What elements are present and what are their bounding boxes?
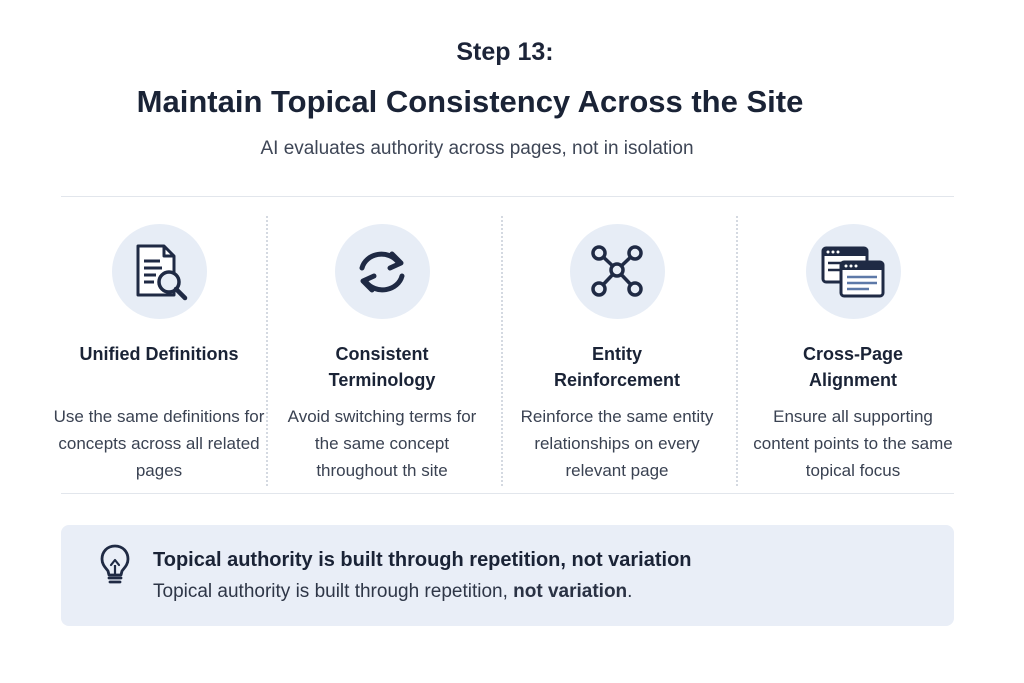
top-divider <box>61 196 954 197</box>
sync-arrows-icon <box>334 224 430 319</box>
column-divider <box>501 216 503 486</box>
callout-text: Topical authority is built through repet… <box>153 581 632 603</box>
column-title: Consistent Terminology <box>328 344 436 390</box>
column-description: Use the same definitions for concepts ac… <box>53 407 265 480</box>
column-title: Entity Reinforcement <box>553 344 681 390</box>
document-search-icon <box>111 224 207 319</box>
network-nodes-icon <box>569 224 665 319</box>
column-title: Unified Definitions <box>79 344 239 364</box>
column-description: Avoid switching terms for the same conce… <box>287 407 477 480</box>
lightbulb-icon <box>99 543 131 592</box>
bottom-divider <box>61 493 954 494</box>
column-cross-page-alignment: Cross-Page Alignment Ensure all supporti… <box>733 224 973 484</box>
column-entity-reinforcement: Entity Reinforcement Reinforce the same … <box>497 224 737 484</box>
page-subtitle: AI evaluates authority across pages, not… <box>260 138 694 159</box>
callout-text-lead: Topical authority is built through repet… <box>153 581 514 602</box>
callout-text-end: . <box>627 581 633 602</box>
callout-box: Topical authority is built through repet… <box>61 525 954 626</box>
callout-title: Topical authority is built through repet… <box>153 549 692 571</box>
browser-windows-icon <box>805 224 901 319</box>
column-title: Cross-Page Alignment <box>802 344 904 390</box>
callout-text-emphasis: not variation <box>513 581 628 602</box>
column-description: Ensure all supporting content points to … <box>753 407 953 480</box>
column-consistent-terminology: Consistent Terminology Avoid switching t… <box>262 224 502 484</box>
column-divider <box>266 216 268 486</box>
step-label: Step 13: <box>456 38 554 66</box>
column-divider <box>736 216 738 486</box>
column-description: Reinforce the same entity relationships … <box>520 407 714 480</box>
column-unified-definitions: Unified Definitions Use the same definit… <box>39 224 279 484</box>
page-title: Maintain Topical Consistency Across the … <box>136 84 804 119</box>
